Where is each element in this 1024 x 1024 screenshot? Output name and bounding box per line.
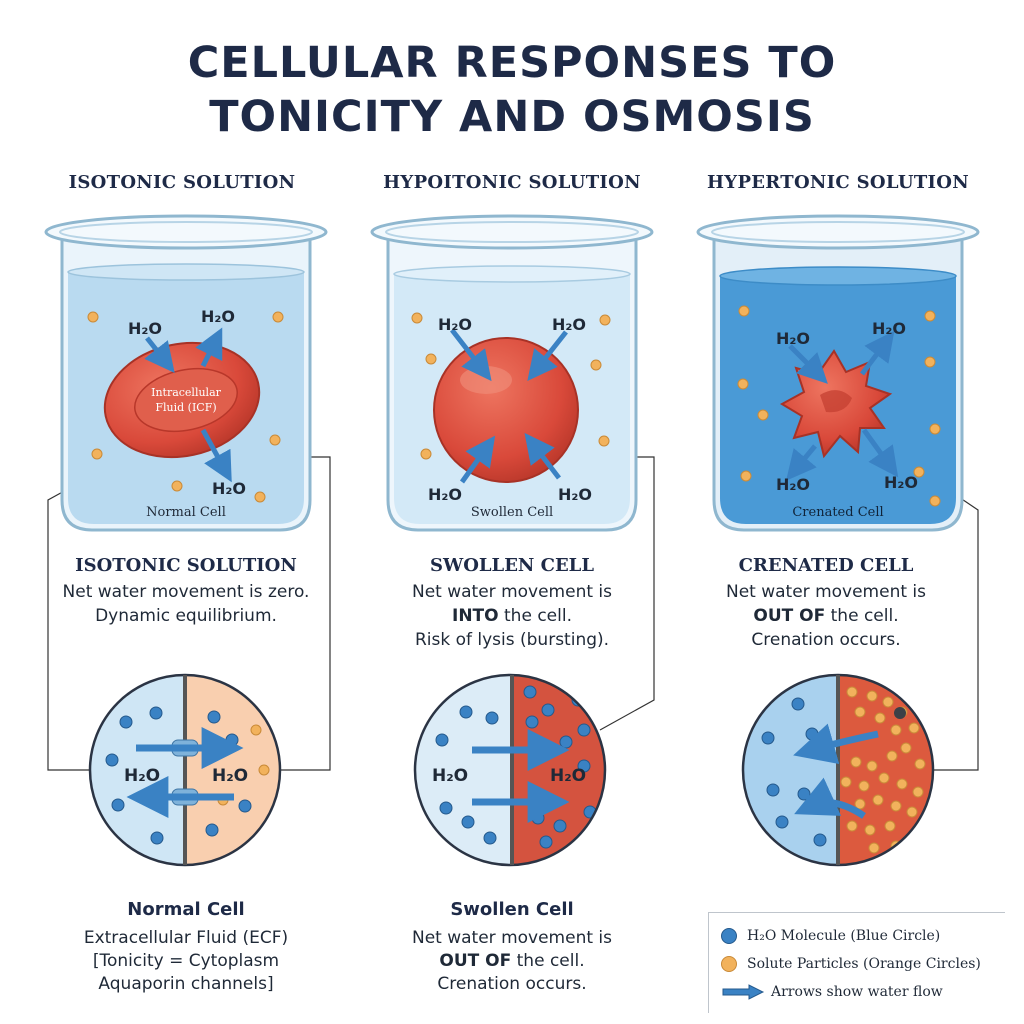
heading-hypotonic: HYPOITONIC SOLUTION (383, 172, 641, 193)
summary-hypotonic: SWOLLEN CELL Net water movement is INTO … (352, 554, 672, 652)
bottom-line: Aquaporin channels] (98, 974, 274, 994)
summary-bold: INTO (452, 606, 499, 626)
crenated-cell-label: Crenated Cell (792, 505, 883, 520)
summary-line: Crenation occurs. (751, 630, 901, 650)
title-line-1: CELLULAR RESPONSES TO (187, 38, 837, 88)
beaker-water-arrows (144, 327, 899, 484)
orange-circle-icon (721, 956, 737, 972)
heading-hypertonic: HYPERTONIC SOLUTION (707, 172, 969, 193)
summary-title: CRENATED CELL (738, 555, 914, 576)
water-label: H₂O (212, 766, 248, 786)
water-label: H₂O (201, 307, 235, 326)
zoom-hypotonic-arrows (472, 729, 570, 823)
swollen-cell-label: Swollen Cell (471, 505, 553, 520)
water-label: H₂O (432, 766, 468, 786)
bottom-normal-cell: Normal Cell Extracellular Fluid (ECF) [T… (36, 898, 336, 996)
beaker-solute-dots (87, 305, 941, 507)
blue-circle-icon (721, 928, 737, 944)
summary-line: INTO the cell. (352, 604, 672, 628)
legend-solute: Solute Particles (Orange Circles) (721, 953, 981, 975)
water-label: H₂O (550, 766, 586, 786)
summary-line: Net water movement is zero. (62, 582, 310, 602)
icf-label-line-1: Intracellular (151, 386, 222, 399)
summary-bold: OUT OF (753, 606, 826, 626)
bottom-line: Extracellular Fluid (ECF) (83, 928, 289, 948)
water-label: H₂O (776, 475, 810, 494)
water-label: H₂O (128, 319, 162, 338)
legend-arrows: Arrows show water flow (721, 981, 943, 1003)
title-line-2: TONICITY AND OSMOSIS (209, 92, 815, 142)
bottom-swollen-cell: Swollen Cell Net water movement is OUT O… (362, 898, 662, 996)
bottom-bold: OUT OF (439, 951, 512, 971)
beaker-hypotonic (370, 214, 654, 532)
legend-arrows-label: Arrows show water flow (771, 984, 943, 1000)
water-label: H₂O (776, 329, 810, 348)
summary-title: ISOTONIC SOLUTION (75, 555, 297, 576)
water-label: H₂O (212, 479, 246, 498)
bottom-line: OUT OF the cell. (362, 950, 662, 973)
summary-title: SWOLLEN CELL (429, 555, 594, 576)
summary-line: Risk of lysis (bursting). (414, 630, 610, 650)
water-label: H₂O (558, 485, 592, 504)
bottom-line: [Tonicity = Cytoplasm (92, 951, 280, 971)
water-label: H₂O (438, 315, 472, 334)
zoom-isotonic-arrows (126, 727, 244, 818)
icf-label-line-2: Fluid (ICF) (155, 401, 216, 414)
bottom-title: Swollen Cell (450, 899, 574, 920)
arrow-icon (722, 984, 765, 1000)
summary-rest: the cell. (825, 606, 899, 626)
water-label: H₂O (884, 473, 918, 492)
legend: H₂O Molecule (Blue Circle) Solute Partic… (708, 912, 1005, 1013)
water-label: H₂O (552, 315, 586, 334)
water-label: H₂O (872, 319, 906, 338)
beaker-cell-labels: Intracellular Fluid (ICF) Normal Cell Sw… (146, 386, 884, 520)
bottom-line: Net water movement is (411, 928, 612, 948)
water-label: H₂O (124, 766, 160, 786)
swollen-cell (433, 337, 579, 483)
zoom-hypertonic-arrows (793, 723, 879, 819)
summary-hypertonic: CRENATED CELL Net water movement is OUT … (666, 554, 986, 652)
summary-line: OUT OF the cell. (666, 604, 986, 628)
normal-cell (103, 341, 261, 459)
bottom-rest: the cell. (511, 951, 585, 971)
water-labels: H₂O H₂O H₂O H₂O H₂O H₂O H₂O H₂O H₂O H₂O … (124, 307, 918, 786)
summary-isotonic: ISOTONIC SOLUTION Net water movement is … (26, 554, 346, 628)
heading-isotonic: ISOTONIC SOLUTION (68, 172, 296, 193)
page-title: CELLULAR RESPONSES TO TONICITY AND OSMOS… (0, 36, 1024, 144)
legend-water-label: H₂O Molecule (Blue Circle) (747, 928, 941, 944)
normal-cell-label: Normal Cell (146, 505, 226, 520)
legend-solute-label: Solute Particles (Orange Circles) (747, 956, 981, 972)
water-label: H₂O (428, 485, 462, 504)
summary-line: Net water movement is (411, 582, 612, 602)
bottom-line: Crenation occurs. (437, 974, 587, 994)
legend-water: H₂O Molecule (Blue Circle) (721, 925, 940, 947)
summary-line: Net water movement is (725, 582, 926, 602)
bottom-title: Normal Cell (127, 899, 245, 920)
summary-rest: the cell. (498, 606, 572, 626)
summary-line: Dynamic equilibrium. (95, 606, 277, 626)
